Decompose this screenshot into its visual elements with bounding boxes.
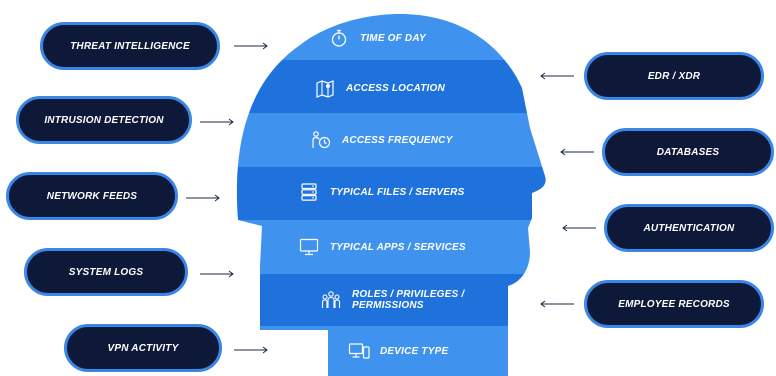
devices-icon — [348, 341, 370, 361]
input-network-feeds: NETWORK FEEDS — [6, 172, 178, 220]
input-intrusion-detection: INTRUSION DETECTION — [16, 96, 192, 144]
input-employee-records: EMPLOYEE RECORDS — [584, 280, 764, 328]
pill-label: DATABASES — [656, 146, 720, 158]
pill-label: EMPLOYEE RECORDS — [618, 298, 730, 310]
band-label-text: TYPICAL FILES / SERVERS — [330, 186, 465, 198]
arrow-left-icon — [560, 223, 596, 233]
monitor-icon — [298, 237, 320, 257]
arrow-right-icon — [186, 193, 222, 203]
band-typical-files: TYPICAL FILES / SERVERS — [298, 182, 464, 202]
band-bg-1 — [236, 60, 546, 113]
arrow-right-icon — [200, 117, 236, 127]
band-label-text: ACCESS LOCATION — [346, 82, 445, 94]
arrow-right-icon — [234, 41, 270, 51]
server-icon — [298, 182, 320, 202]
input-system-logs: SYSTEM LOGS — [24, 248, 188, 296]
band-label-text: TYPICAL APPS / SERVICES — [330, 241, 466, 253]
band-access-frequency: ACCESS FREQUENCY — [310, 130, 452, 150]
person-clock-icon — [310, 130, 332, 150]
arrow-right-icon — [234, 345, 270, 355]
pill-label: SYSTEM LOGS — [68, 266, 144, 278]
pill-label: THREAT INTELLIGENCE — [70, 40, 190, 52]
arrow-left-icon — [538, 299, 574, 309]
input-threat-intelligence: THREAT INTELLIGENCE — [40, 22, 220, 70]
pill-label: INTRUSION DETECTION — [44, 114, 164, 126]
arrow-left-icon — [538, 71, 574, 81]
arrow-right-icon — [200, 269, 236, 279]
pill-label: NETWORK FEEDS — [46, 190, 138, 202]
input-edr-xdr: EDR / XDR — [584, 52, 764, 100]
band-access-location: ACCESS LOCATION — [314, 78, 445, 98]
input-authentication: AUTHENTICATION — [604, 204, 774, 252]
band-label-text: TIME OF DAY — [360, 32, 426, 44]
pill-label: VPN ACTIVITY — [107, 342, 179, 354]
pill-label: EDR / XDR — [647, 70, 701, 82]
band-device-type: DEVICE TYPE — [348, 341, 448, 361]
band-typical-apps: TYPICAL APPS / SERVICES — [298, 237, 466, 257]
pill-label: AUTHENTICATION — [643, 222, 735, 234]
input-databases: DATABASES — [602, 128, 774, 176]
arrow-left-icon — [558, 147, 594, 157]
band-bg-2 — [236, 113, 546, 167]
band-label-text: ACCESS FREQUENCY — [342, 134, 453, 146]
band-time-of-day: TIME OF DAY — [328, 28, 426, 48]
band-label-text: DEVICE TYPE — [380, 345, 449, 357]
band-label-text: ROLES / PRIVILEGES / PERMISSIONS — [352, 289, 465, 311]
input-vpn-activity: VPN ACTIVITY — [64, 324, 222, 372]
band-bg-3 — [236, 167, 546, 220]
band-bg-4 — [236, 220, 546, 274]
people-group-icon — [320, 290, 342, 310]
band-roles-privileges: ROLES / PRIVILEGES / PERMISSIONS — [320, 289, 464, 311]
band-bg-5 — [236, 274, 546, 326]
stopwatch-icon — [328, 28, 350, 48]
map-pin-icon — [314, 78, 336, 98]
